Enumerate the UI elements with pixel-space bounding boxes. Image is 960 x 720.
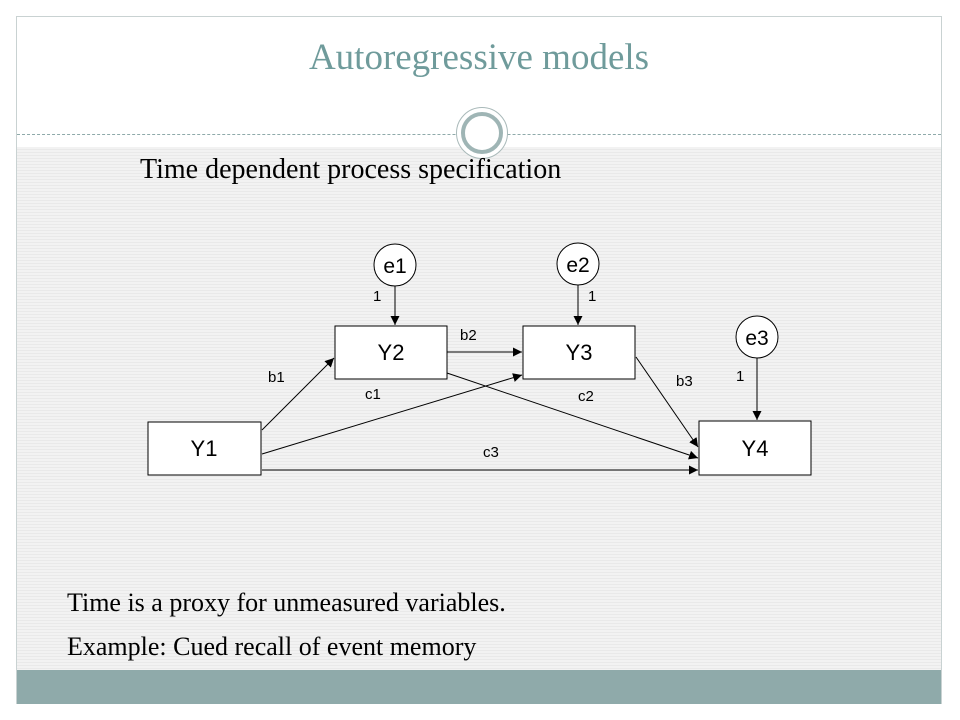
node-e2: e2 <box>556 242 600 286</box>
node-y3-label: Y3 <box>566 340 593 365</box>
node-y4: Y4 <box>698 420 812 476</box>
node-e2-label: e2 <box>566 254 589 277</box>
node-e1: e1 <box>373 243 417 287</box>
edge-label-e1-weight: 1 <box>373 288 381 305</box>
edge-label-e3-weight: 1 <box>736 368 744 385</box>
edge-y2-y4 <box>446 372 699 460</box>
edge-label-c1: c1 <box>365 386 381 403</box>
edge-label-c3: c3 <box>483 444 499 461</box>
node-y2-label: Y2 <box>378 340 405 365</box>
edge-y3-y4 <box>635 356 699 448</box>
edge-label-b2: b2 <box>460 327 477 344</box>
edge-y1-y3 <box>261 373 523 455</box>
content-background <box>17 147 941 670</box>
circle-ornament-icon <box>456 107 508 159</box>
node-e1-label: e1 <box>383 255 406 278</box>
edge-y1-y2 <box>261 357 335 431</box>
node-y1-label: Y1 <box>191 436 218 461</box>
node-y1: Y1 <box>147 421 262 476</box>
node-y2: Y2 <box>334 325 448 380</box>
edge-label-e2-weight: 1 <box>588 288 596 305</box>
node-y3: Y3 <box>522 325 636 380</box>
circle-ornament-ring <box>461 112 503 154</box>
body-line-2: Example: Cued recall of event memory <box>67 632 477 661</box>
slide-subtitle: Time dependent process specification <box>140 154 562 185</box>
edge-label-c2: c2 <box>578 388 594 405</box>
node-y4-label: Y4 <box>742 436 769 461</box>
slide-title: Autoregressive models <box>308 37 650 78</box>
node-e3-label: e3 <box>745 327 768 350</box>
edge-label-b1: b1 <box>268 369 285 386</box>
body-line-1: Time is a proxy for unmeasured variables… <box>67 588 506 617</box>
edge-label-b3: b3 <box>676 373 693 390</box>
node-e3: e3 <box>735 315 779 359</box>
footer-bar <box>17 670 941 704</box>
